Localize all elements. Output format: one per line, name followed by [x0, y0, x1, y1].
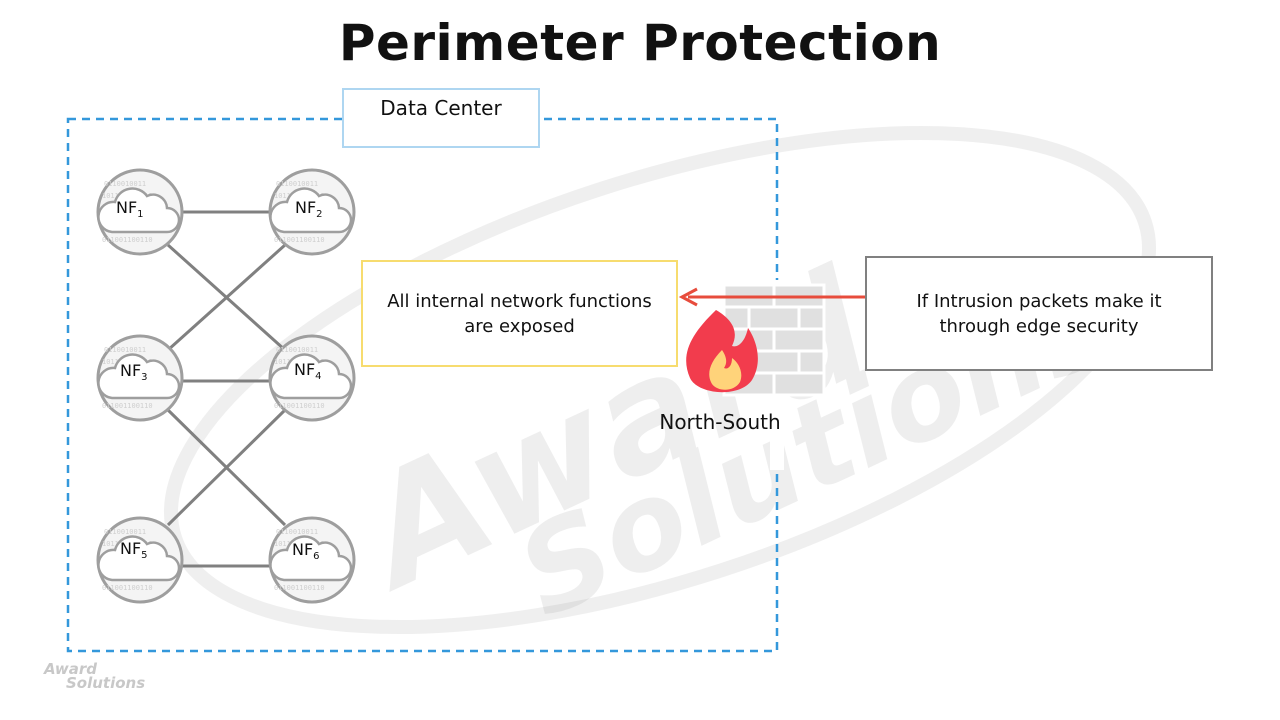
cloud-icon — [269, 187, 353, 234]
page-title: Perimeter Protection — [338, 14, 942, 72]
svg-text:011001100110: 011001100110 — [274, 584, 325, 592]
node-label-nf3: NF3 — [120, 361, 148, 384]
data-center-label: Data Center — [342, 88, 540, 148]
svg-text:0110010011: 0110010011 — [104, 180, 146, 188]
svg-text:011001100110: 011001100110 — [274, 402, 325, 410]
link-nf4-nf5 — [166, 408, 287, 527]
svg-text:0110010011: 0110010011 — [104, 346, 146, 354]
node-nf3: 0110010011 101100110010 011001100110 — [96, 334, 184, 422]
svg-text:0110010011: 0110010011 — [276, 346, 318, 354]
intrusion-callout: If Intrusion packets make it through edg… — [865, 256, 1213, 371]
node-label-nf4: NF4 — [294, 360, 322, 383]
node-nf1: 0110010011 101100110010 011001100110 — [96, 168, 184, 256]
node-label-nf6: NF6 — [292, 540, 320, 563]
cloud-icon — [97, 535, 181, 582]
node-nf2: 0110010011 101100110010 011001100110 — [268, 168, 356, 256]
node-label-nf1: NF1 — [116, 198, 144, 221]
node-label-nf2: NF2 — [295, 198, 323, 221]
cloud-icon — [269, 535, 353, 582]
svg-text:0110010011: 0110010011 — [276, 180, 318, 188]
node-nf4: 0110010011 101100110010 011001100110 — [268, 334, 356, 422]
intrusion-callout-text: If Intrusion packets make it through edg… — [916, 290, 1162, 337]
cloud-icon — [269, 353, 353, 400]
intrusion-arrow — [678, 287, 865, 307]
firewall-icon — [686, 283, 826, 397]
cloud-icon — [97, 353, 181, 400]
connections — [166, 210, 287, 568]
cloud-icon — [97, 187, 181, 234]
firewall-label: North-South — [659, 410, 781, 434]
link-nf2-nf3 — [166, 243, 287, 352]
company-logo: Award Solutions — [44, 660, 146, 692]
node-label-nf5: NF5 — [120, 539, 148, 562]
svg-text:011001100110: 011001100110 — [102, 402, 153, 410]
svg-text:011001100110: 011001100110 — [102, 236, 153, 244]
node-nf6: 0110010011 101100110010 011001100110 — [268, 516, 356, 604]
exposed-callout: All internal network functions are expos… — [361, 260, 678, 367]
svg-text:0110010011: 0110010011 — [276, 528, 318, 536]
svg-text:011001100110: 011001100110 — [274, 236, 325, 244]
exposed-callout-text: All internal network functions are expos… — [387, 290, 652, 337]
svg-text:0110010011: 0110010011 — [104, 528, 146, 536]
svg-text:011001100110: 011001100110 — [102, 584, 153, 592]
node-nf5: 0110010011 101100110010 011001100110 — [96, 516, 184, 604]
